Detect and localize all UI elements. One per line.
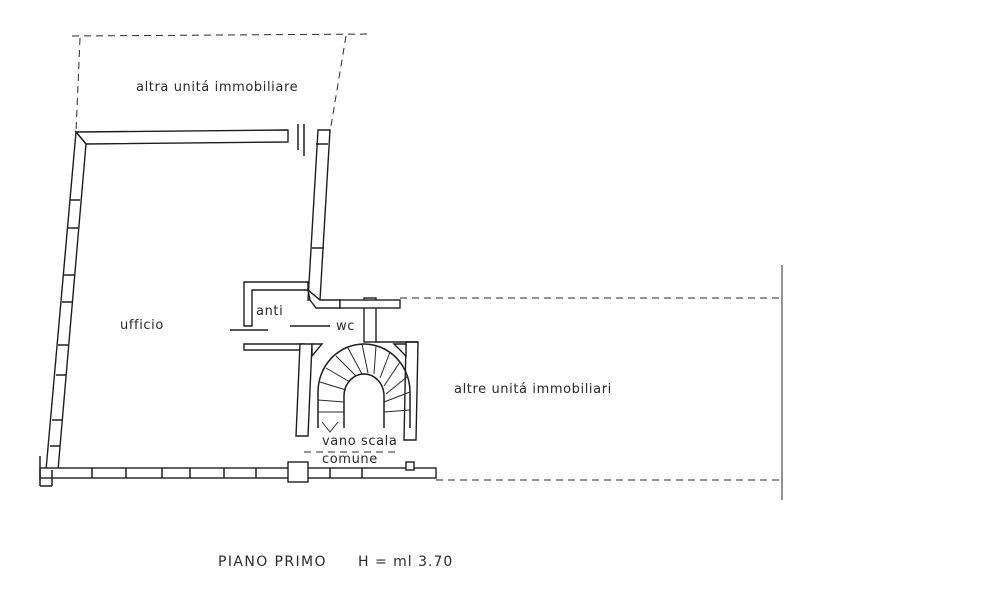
label-anteroom: anti [256, 304, 283, 319]
neighbour-unit-top-boundary [71, 33, 373, 133]
caption-height: H = ml 3.70 [358, 554, 453, 570]
label-office: ufficio [120, 318, 164, 333]
label-toilet: wc [336, 319, 355, 334]
caption-floor: PIANO PRIMO [218, 554, 327, 570]
label-other-units-right: altre unitá immobiliari [454, 382, 612, 397]
neighbour-units-right-boundary [400, 265, 783, 500]
label-stair-line2: comune [322, 452, 378, 467]
label-other-unit-top: altra unitá immobiliare [136, 80, 298, 95]
office-walls [39, 124, 437, 487]
stair [304, 343, 411, 453]
label-stair-line1: vano scala [322, 434, 397, 449]
internal-walls [230, 129, 419, 441]
